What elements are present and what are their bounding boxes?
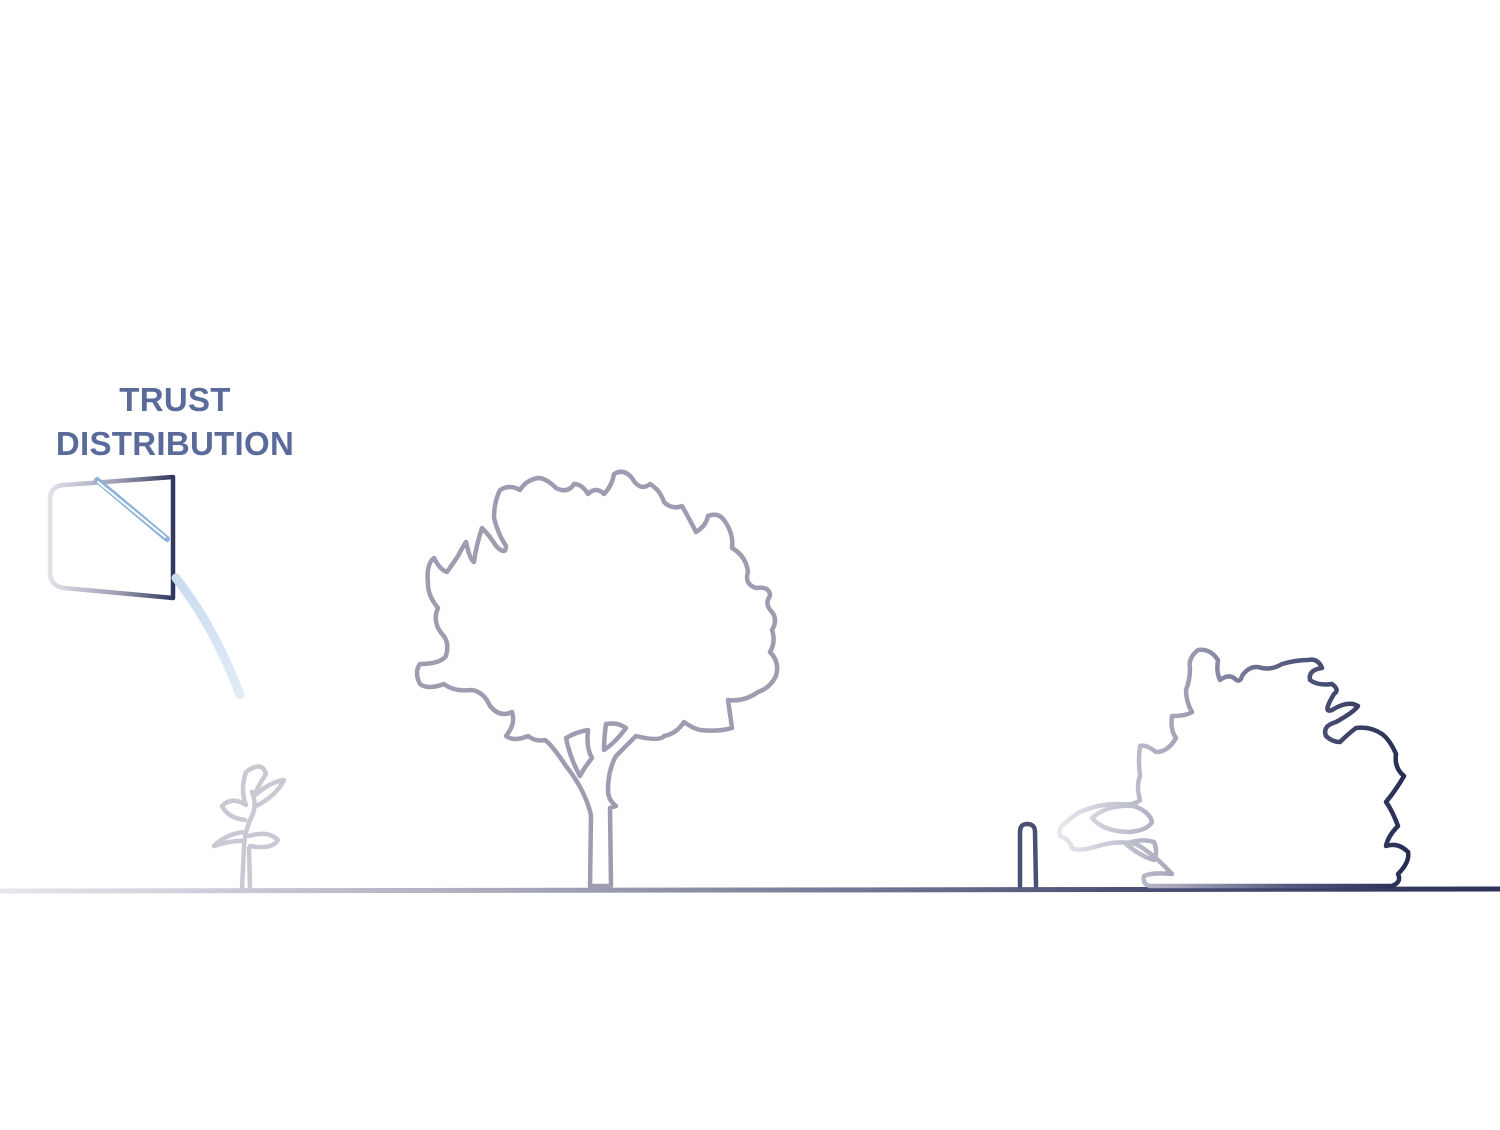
title-line-2: DISTRIBUTION xyxy=(55,425,295,462)
tree-icon xyxy=(414,469,780,889)
fallen-tree-icon xyxy=(1057,647,1411,889)
kite-icon xyxy=(47,474,245,700)
ground-line xyxy=(0,886,1500,894)
post-icon xyxy=(1017,821,1039,889)
sprout-icon xyxy=(211,764,287,891)
title-line-1: TRUST xyxy=(119,381,231,418)
page-title: TRUST DISTRIBUTION xyxy=(30,378,320,466)
